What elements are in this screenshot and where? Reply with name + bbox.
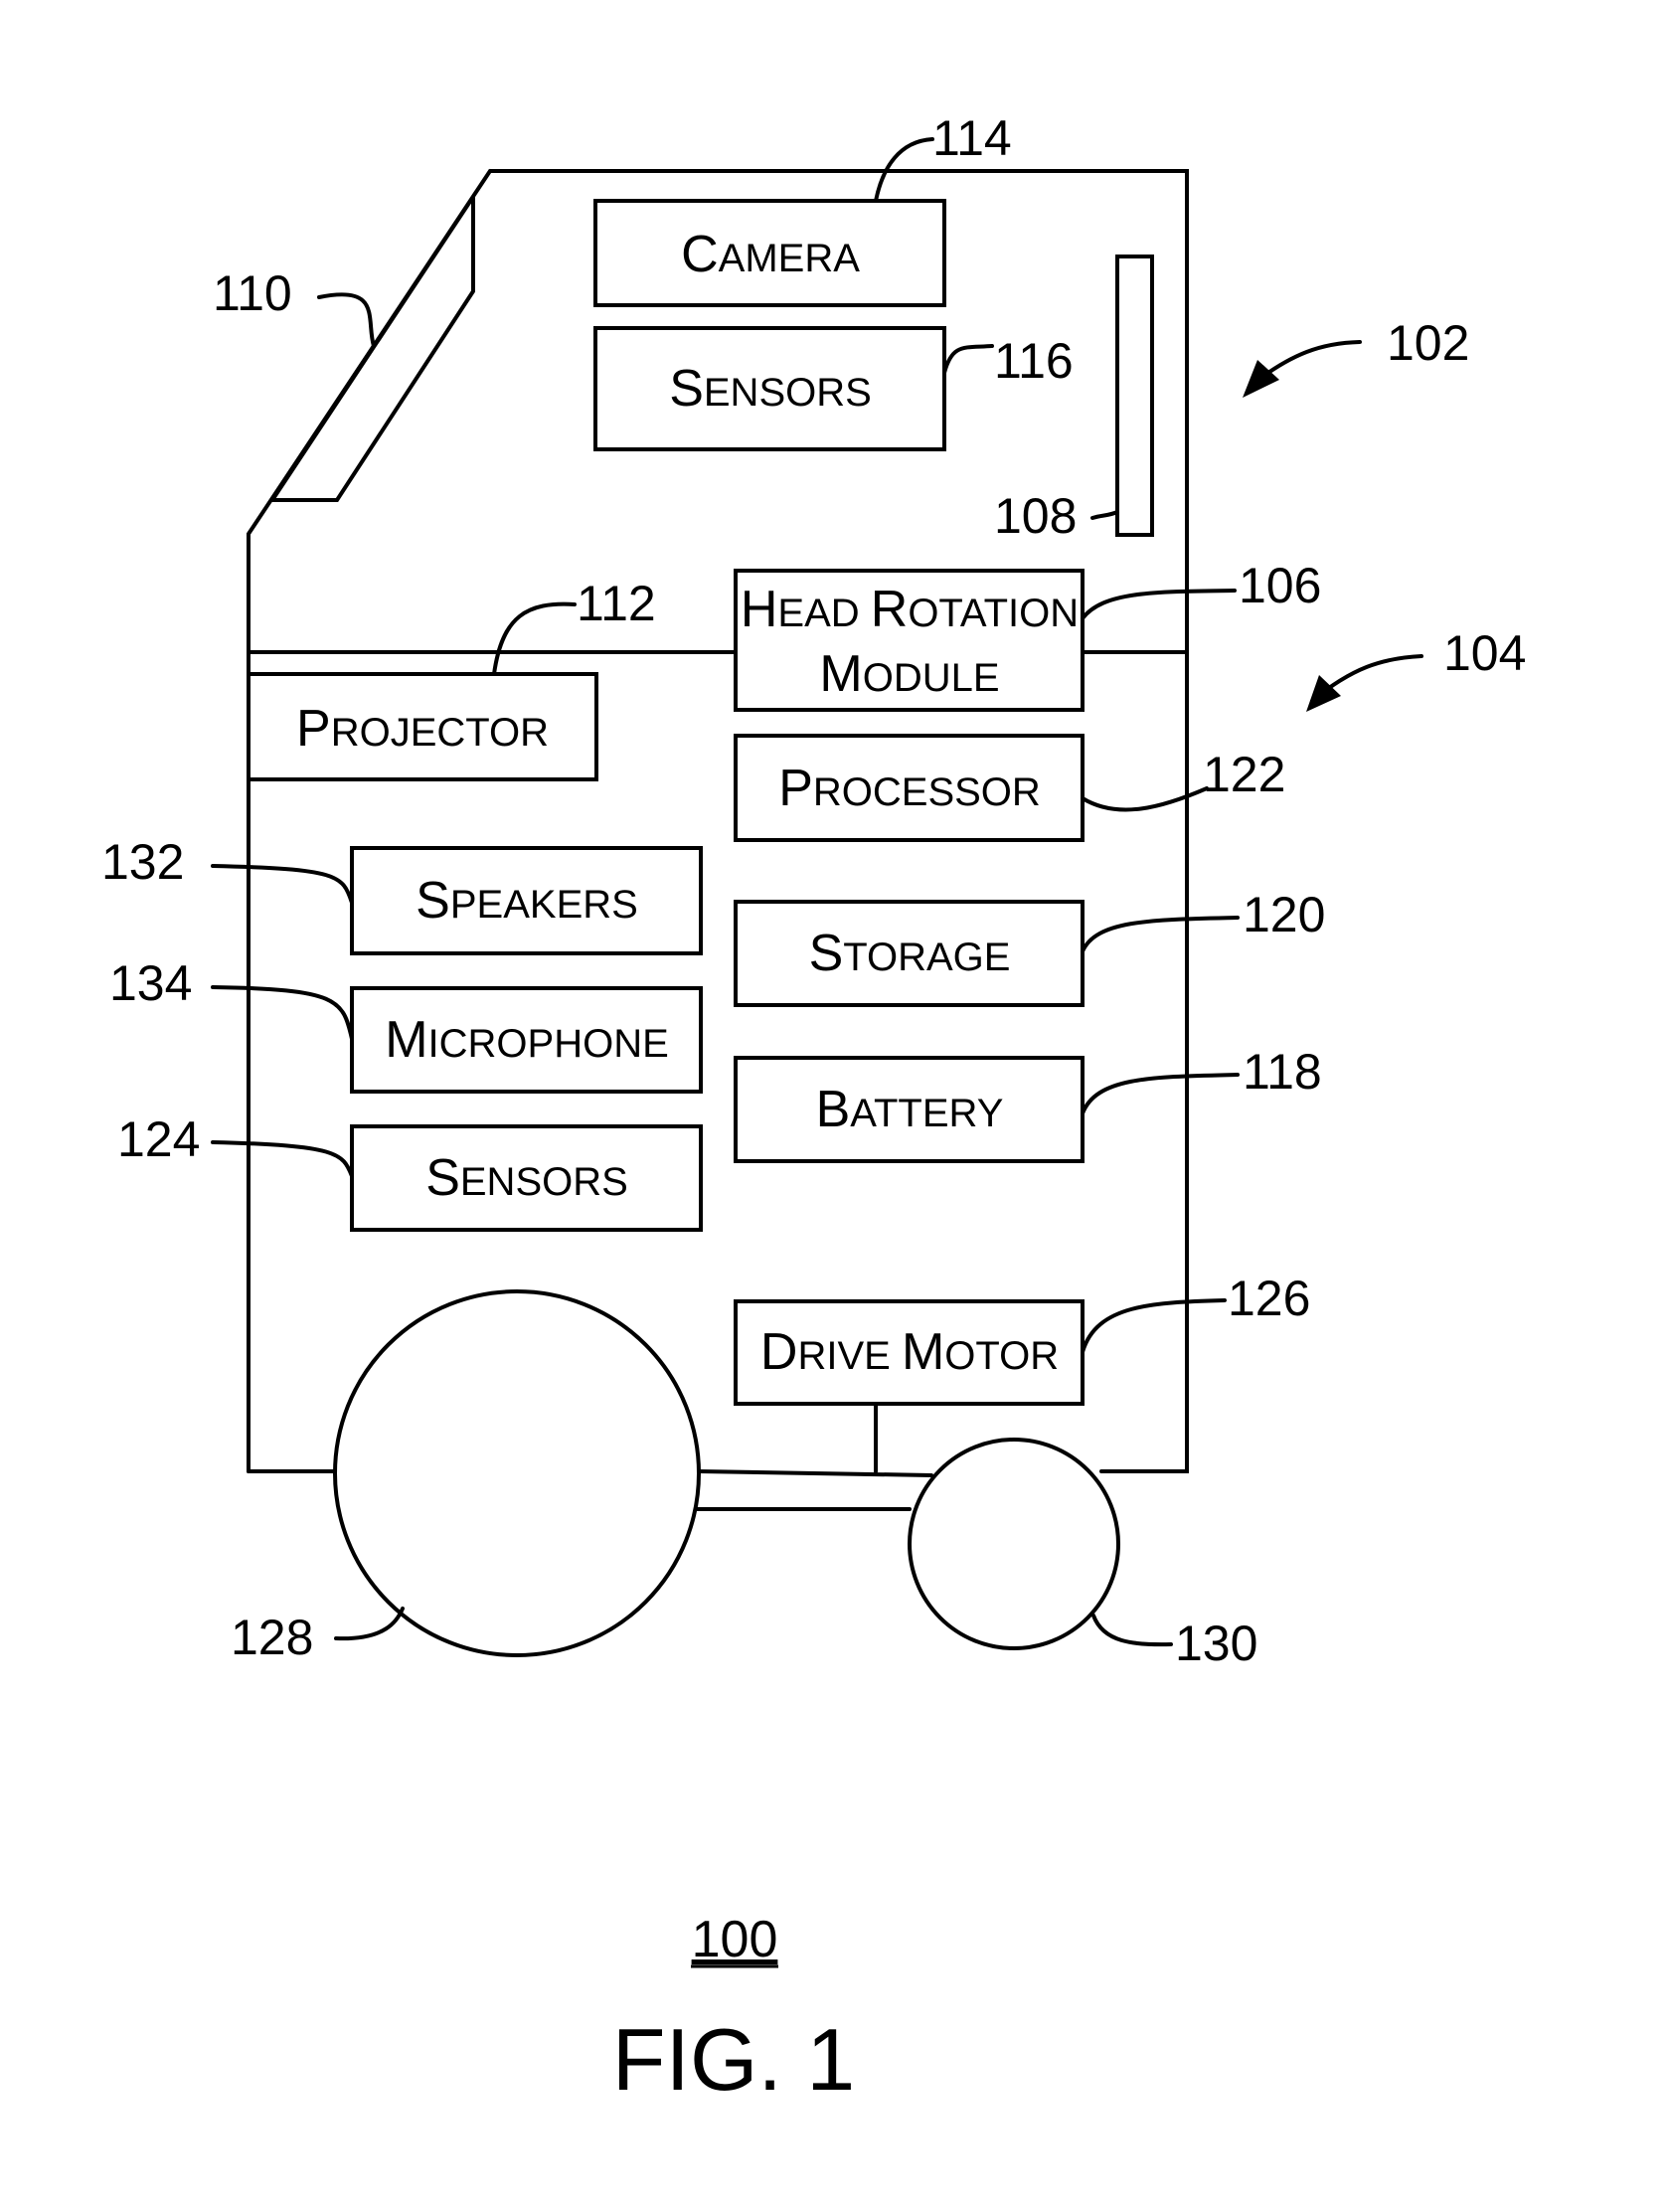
- ref-104: 104: [1443, 625, 1526, 681]
- ref-134: 134: [109, 955, 192, 1011]
- camera-label: CAMERA: [681, 226, 860, 283]
- battery-label: BATTERY: [816, 1081, 1004, 1138]
- ref-132: 132: [101, 834, 184, 890]
- indicator-bar: [1117, 256, 1152, 535]
- leader-118: [1083, 1075, 1238, 1113]
- leader-134: [213, 987, 352, 1039]
- axle-upper: [699, 1471, 931, 1475]
- projector-label: PROJECTOR: [296, 700, 549, 758]
- leader-110: [319, 294, 374, 346]
- microphone-label: MICROPHONE: [385, 1011, 669, 1069]
- leader-106: [1083, 591, 1235, 618]
- ref-116: 116: [994, 333, 1074, 389]
- ref-112: 112: [577, 576, 656, 631]
- ref-130: 130: [1175, 1616, 1257, 1671]
- ref-106: 106: [1239, 558, 1321, 613]
- ref-108: 108: [994, 488, 1077, 544]
- leader-116: [944, 346, 992, 373]
- head-rotation-label-line2: MODULE: [819, 645, 999, 703]
- head-rotation-label-line1: HEAD ROTATION: [741, 581, 1079, 638]
- leader-132: [213, 866, 352, 903]
- leader-126: [1083, 1300, 1225, 1352]
- ref-120: 120: [1243, 887, 1325, 942]
- leader-130: [1093, 1616, 1171, 1644]
- ref-126: 126: [1228, 1271, 1310, 1326]
- ref-128: 128: [231, 1610, 313, 1665]
- display-panel: [272, 197, 473, 500]
- small-wheel: [910, 1440, 1118, 1648]
- leader-108: [1092, 512, 1117, 518]
- leader-128: [336, 1609, 403, 1638]
- processor-label: PROCESSOR: [778, 760, 1041, 817]
- ref-114: 114: [932, 110, 1012, 166]
- leader-120: [1083, 918, 1238, 951]
- leader-124: [213, 1142, 352, 1176]
- speakers-label: SPEAKERS: [416, 872, 638, 930]
- sensors-head-label: SENSORS: [669, 360, 872, 418]
- ref-124: 124: [117, 1111, 200, 1167]
- arrow-104-head: [1306, 675, 1341, 712]
- large-wheel: [335, 1291, 699, 1655]
- ref-110: 110: [213, 265, 292, 321]
- drive-motor-label: DRIVE MOTOR: [760, 1323, 1059, 1381]
- ref-102: 102: [1387, 315, 1469, 371]
- figure-caption: FIG. 1: [612, 2010, 856, 2109]
- ref-118: 118: [1243, 1044, 1322, 1100]
- figure-number: 100: [692, 1911, 778, 1968]
- arrow-102-head: [1243, 360, 1279, 398]
- storage-label: STORAGE: [809, 925, 1011, 982]
- ref-122: 122: [1203, 747, 1285, 802]
- sensors-body-label: SENSORS: [425, 1149, 628, 1207]
- leader-112: [494, 604, 575, 674]
